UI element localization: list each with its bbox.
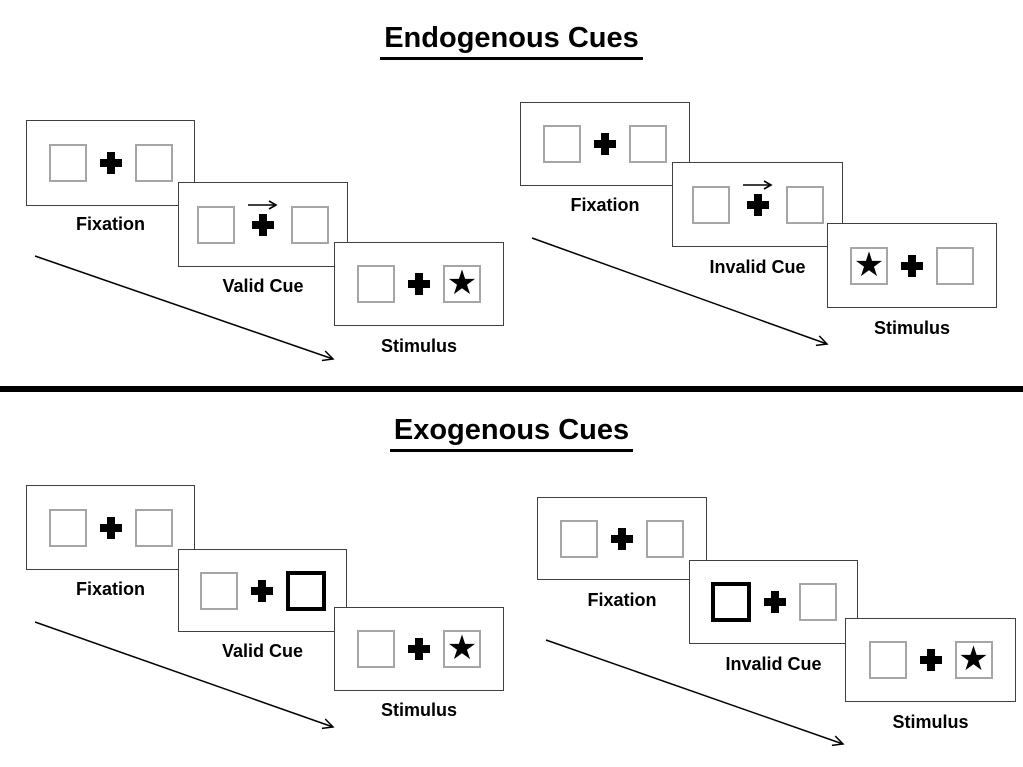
fixation-label: Fixation [75,214,145,234]
fixation-cross-icon [901,254,923,277]
cue-frame [178,549,347,632]
fixation-cross-icon [594,133,616,155]
fixation-label: Fixation [587,590,657,610]
star-target-box: ★ [443,630,481,668]
fixation-cross-icon [99,516,122,539]
star-target-box: ★ [850,244,888,285]
fixation-cross-icon [408,273,430,295]
left-box [543,125,581,163]
section-title-endogenous: Endogenous Cues [380,22,643,60]
cue-highlight-box [710,582,751,622]
section-divider [0,386,1023,392]
central-cue [742,179,773,224]
cue-label: Invalid Cue [709,257,806,277]
stimulus-frame: ★ [334,242,504,326]
left-box [357,630,395,668]
stimulus-frame: ★ [827,223,997,308]
right-box [291,205,329,244]
timeline-arrow-endogenous-valid [34,255,335,362]
left-box [197,205,235,244]
section-title-exogenous: Exogenous Cues [389,414,634,452]
star-icon: ★ [446,628,478,668]
right-box [936,246,974,285]
left-box [691,185,730,224]
stimulus-label: Stimulus [380,700,457,720]
cue-label: Invalid Cue [725,654,822,674]
section-header-exogenous: Exogenous Cues [0,414,1023,452]
stimulus-label: Stimulus [892,712,969,732]
fixation-label: Fixation [570,195,640,215]
stimulus-label: Stimulus [380,336,457,356]
fixation-cross-icon [252,213,274,236]
left-box [48,144,87,182]
stimulus-frame: ★ [845,618,1016,702]
cue-frame [178,182,348,267]
fixation-frame [26,485,195,570]
fixation-cross-icon [611,527,633,550]
left-box [357,265,395,303]
cue-label: Valid Cue [221,641,304,661]
fixation-cross-icon [746,193,769,216]
star-icon: ★ [446,263,478,303]
fixation-cross-icon [919,649,942,671]
fixation-cross-icon [99,152,122,174]
section-header-endogenous: Endogenous Cues [0,22,1023,60]
timeline-arrow-endogenous-invalid [531,237,829,347]
fixation-cross-icon [408,638,430,660]
right-box [785,185,824,224]
right-box [646,519,684,558]
fixation-cross-icon [250,579,273,602]
fixation-label: Fixation [75,579,145,599]
left-box [199,571,238,610]
cue-frame [672,162,843,247]
timeline-arrow-exogenous-valid [34,621,335,730]
fixation-frame [520,102,690,186]
right-box [134,144,173,182]
stimulus-label: Stimulus [873,318,950,338]
left-box [868,641,907,679]
star-target-box: ★ [443,265,481,303]
star-icon: ★ [853,244,885,285]
central-cue [248,199,278,244]
cue-label: Valid Cue [222,276,304,296]
star-icon: ★ [958,639,989,679]
star-target-box: ★ [954,639,993,679]
right-box [798,583,837,621]
cue-frame [689,560,858,644]
left-box [48,508,87,547]
right-arrow-icon [742,179,773,190]
left-box [560,519,598,558]
fixation-frame [537,497,707,580]
right-box [629,125,667,163]
fixation-frame [26,120,195,206]
right-box [134,508,173,547]
timeline-arrow-exogenous-invalid [545,639,845,747]
right-arrow-icon [248,199,278,210]
cue-highlight-box [285,570,326,611]
fixation-cross-icon [763,591,786,613]
stimulus-frame: ★ [334,607,504,691]
